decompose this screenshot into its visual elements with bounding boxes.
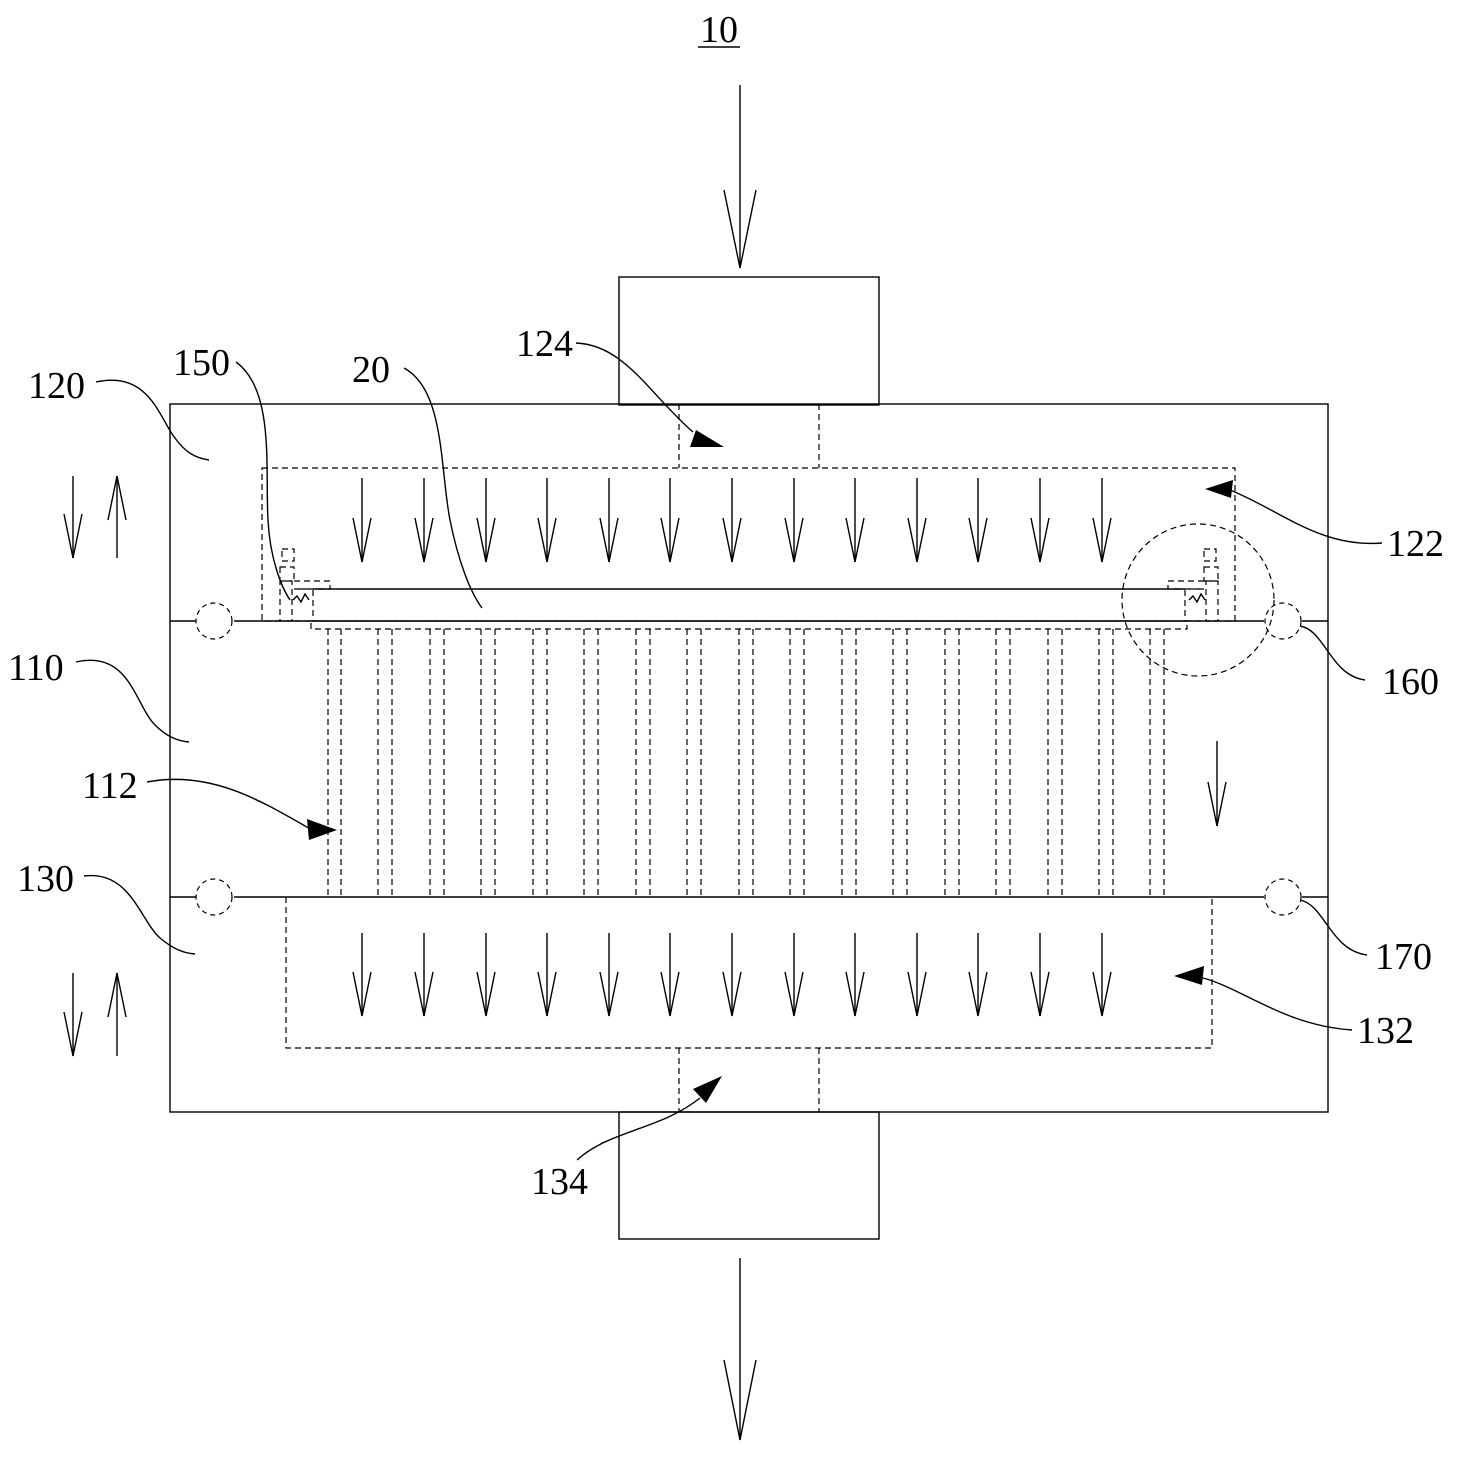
label-170: 170 [1375,936,1432,978]
leader-130 [83,874,196,955]
arrowhead-112 [307,819,337,840]
arrowhead-122 [1205,480,1233,498]
spring-left [292,592,310,604]
leader-134 [576,1097,701,1161]
arrowhead-132 [1174,966,1204,985]
lower-flow-arrows [352,933,1112,1017]
leader-112 [146,778,313,831]
leader-150 [235,361,291,601]
lower-chamber [285,897,1213,1049]
lower-outlet-channel [678,1048,820,1112]
hinge-upper-left [195,602,233,640]
leader-120 [95,379,210,461]
label-110: 110 [8,647,64,689]
outlet-pipe [618,1111,880,1240]
upper-flow-arrows [352,478,1112,563]
clamp-left [279,548,331,622]
leader-20 [403,367,483,609]
housing-outline [169,403,1329,1113]
label-132: 132 [1357,1010,1414,1052]
label-150: 150 [173,342,230,384]
arrowhead-134 [693,1076,722,1103]
arrowhead-124 [690,430,724,447]
middle-channels [327,629,1165,897]
figure-number: 10 [700,9,738,51]
leader-170 [1299,899,1368,956]
label-130: 130 [17,858,74,900]
label-160: 160 [1382,661,1439,703]
substrate-tray [310,620,1188,630]
leader-122 [1229,489,1383,545]
spring-right [1188,592,1206,604]
inlet-pipe [618,276,880,406]
middle-down-arrow [1207,741,1227,827]
lower-lid-motion-arrows [63,972,127,1057]
inlet-flow-arrow [723,85,757,269]
upper-inlet-channel [678,404,820,468]
label-112: 112 [82,765,138,807]
hinge-lower-right [1264,878,1302,916]
clamp-right [1167,548,1219,622]
upper-chamber [261,467,1236,622]
label-20: 20 [352,349,390,391]
label-124: 124 [516,323,573,365]
leader-132 [1194,975,1353,1031]
hinge-lower-left [195,878,233,916]
label-134: 134 [531,1161,588,1203]
leader-160 [1299,625,1366,681]
leader-110 [75,659,190,743]
upper-lid-motion-arrows [63,475,127,559]
label-122: 122 [1387,523,1444,565]
hinge-upper-right [1264,602,1302,640]
label-120: 120 [28,365,85,407]
leader-124 [575,342,694,433]
outlet-flow-arrow [723,1258,757,1441]
detail-circle [1121,523,1275,677]
